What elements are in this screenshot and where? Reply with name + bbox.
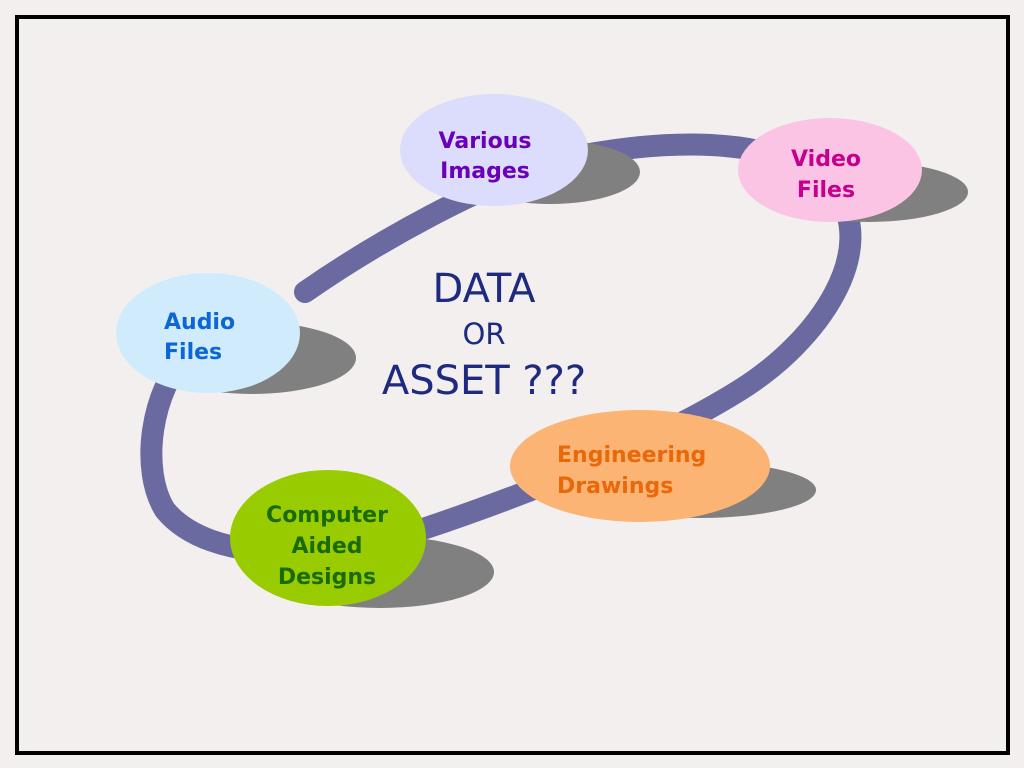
video-node bbox=[738, 118, 922, 222]
engineering-node-label-line1: Engineering bbox=[557, 443, 706, 468]
images-node-label-line2: Images bbox=[440, 159, 530, 184]
center-title-or: OR bbox=[463, 317, 506, 351]
audio-node-label-line2: Files bbox=[164, 340, 222, 365]
cad-node-label-line3: Designs bbox=[278, 565, 376, 590]
engineering-node bbox=[510, 410, 770, 522]
video-node-label-line1: Video bbox=[791, 147, 861, 172]
cad-node-label-line1: Computer bbox=[266, 503, 388, 528]
images-node-label-line1: Various bbox=[439, 129, 532, 154]
center-title-asset: ASSET ??? bbox=[382, 358, 586, 404]
cad-node bbox=[230, 470, 426, 606]
engineering-node-label-line2: Drawings bbox=[557, 474, 673, 499]
video-node-label-line2: Files bbox=[797, 178, 855, 203]
images-node bbox=[400, 94, 588, 206]
cad-node-label-line2: Aided bbox=[292, 534, 363, 559]
audio-node bbox=[116, 273, 300, 393]
center-title-data: DATA bbox=[432, 266, 536, 312]
audio-node-label-line1: Audio bbox=[164, 310, 235, 335]
